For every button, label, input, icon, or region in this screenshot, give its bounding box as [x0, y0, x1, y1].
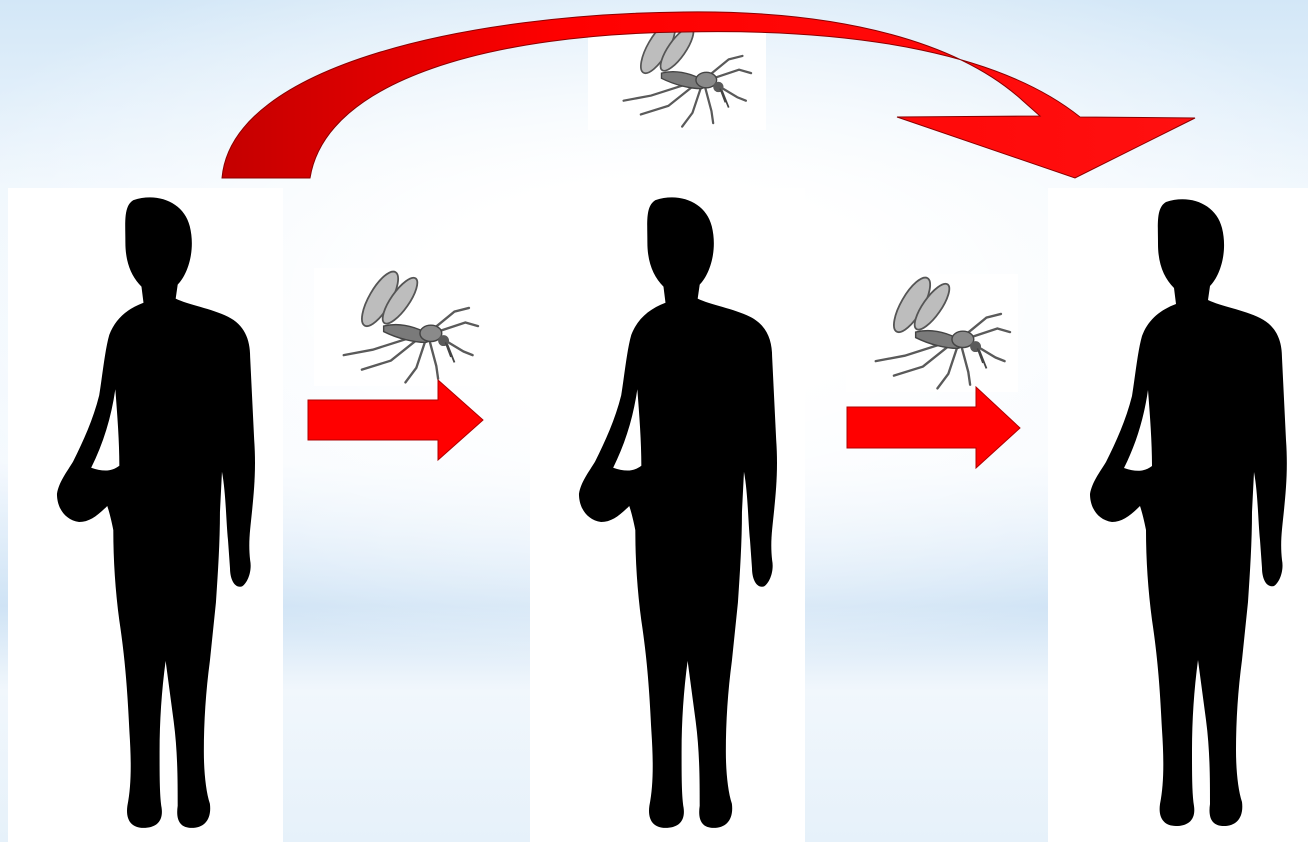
mosquito-top-box	[588, 18, 766, 130]
person-panel-3	[1048, 188, 1308, 842]
human-silhouette-icon	[530, 188, 805, 842]
human-silhouette-icon	[1048, 188, 1308, 842]
mosquito-left-box	[314, 268, 486, 386]
arrow-person2-to-person3	[847, 387, 1020, 468]
human-silhouette-icon	[8, 188, 283, 842]
mosquito-icon	[846, 274, 1018, 392]
person-panel-2	[530, 188, 805, 842]
mosquito-icon	[588, 18, 766, 130]
person-panel-1	[8, 188, 283, 842]
mosquito-right-box	[846, 274, 1018, 392]
arrow-person1-to-person2	[308, 380, 483, 460]
mosquito-icon	[314, 268, 486, 386]
